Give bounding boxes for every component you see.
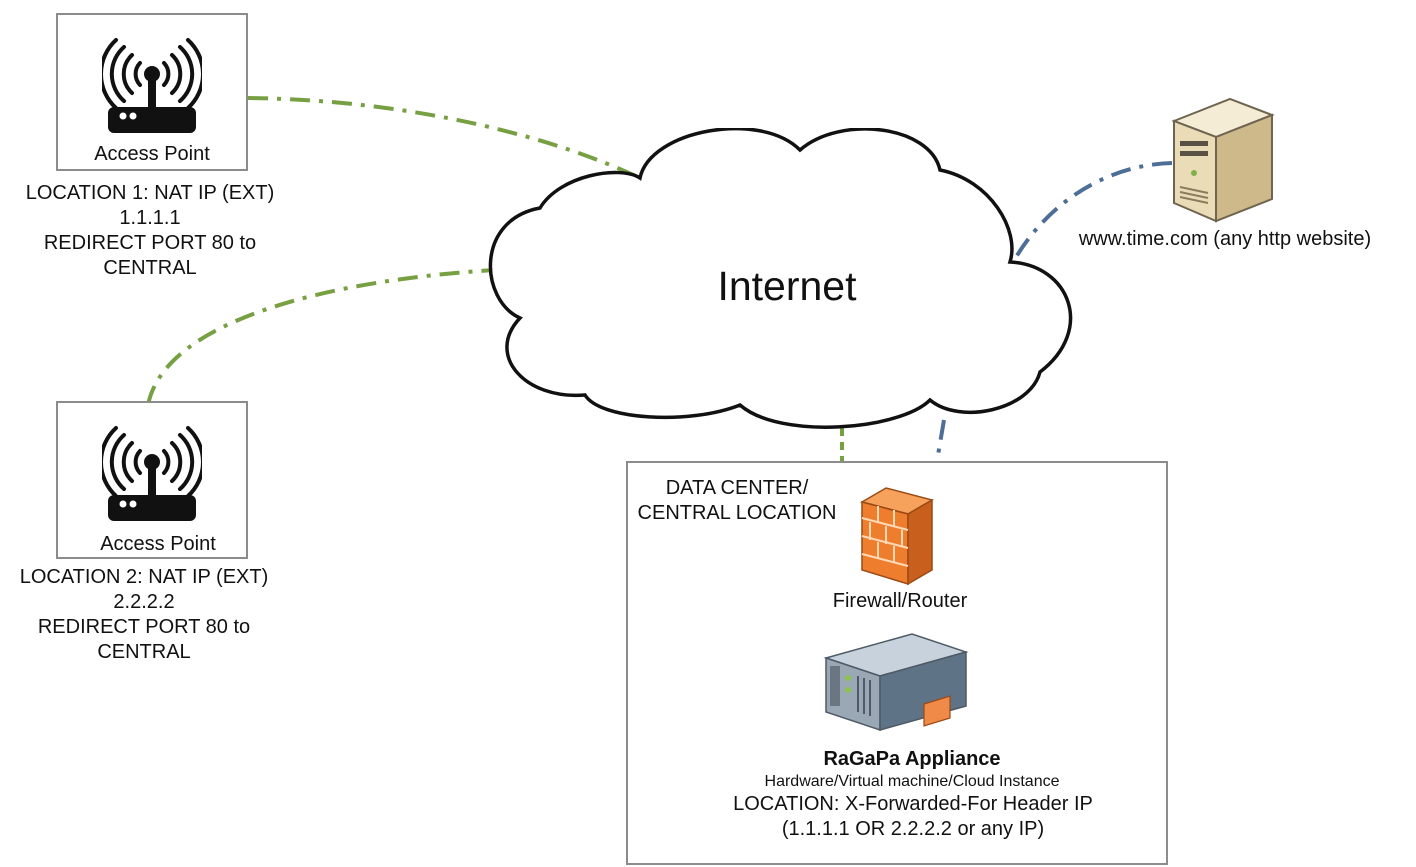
data-center-title-line: CENTRAL LOCATION <box>637 502 837 524</box>
appliance-location-line: (1.1.1.1 OR 2.2.2.2 or any IP) <box>781 818 1045 840</box>
web-server-icon <box>1171 97 1275 223</box>
appliance-location: LOCATION: X-Forwarded-For Header IP (1.1… <box>676 792 1150 842</box>
website-label: www.time.com (any http website) <box>1078 228 1372 250</box>
access-point-label: Access Point <box>94 143 210 165</box>
data-center-title: DATA CENTER/ CENTRAL LOCATION <box>630 476 844 526</box>
firewall-label: Firewall/Router <box>832 590 968 612</box>
wireless-router-icon <box>102 426 202 521</box>
location-2-line: LOCATION 2: NAT IP (EXT) <box>19 566 269 588</box>
appliance-name: RaGaPa Appliance <box>823 748 1001 770</box>
firewall-icon <box>860 487 934 586</box>
appliance-server-icon <box>823 633 969 732</box>
location-1-line: REDIRECT PORT 80 to <box>43 232 257 254</box>
access-point-1: Access Point <box>56 13 248 171</box>
internet-label: Internet <box>717 263 857 309</box>
location-1-line: CENTRAL <box>103 257 197 279</box>
location-2-line: REDIRECT PORT 80 to <box>37 616 251 638</box>
internet-cloud-icon <box>488 128 1073 429</box>
data-center-title-line: DATA CENTER/ <box>665 477 809 499</box>
appliance-location-line: LOCATION: X-Forwarded-For Header IP <box>733 793 1093 815</box>
link-ap2-internet <box>146 268 496 406</box>
location-1-line: 1.1.1.1 <box>119 207 181 229</box>
location-1-info: LOCATION 1: NAT IP (EXT) 1.1.1.1 REDIREC… <box>10 181 290 281</box>
link-website-internet <box>1008 161 1173 269</box>
appliance-subtitle: Hardware/Virtual machine/Cloud Instance <box>764 773 1060 790</box>
location-1-line: LOCATION 1: NAT IP (EXT) <box>25 182 275 204</box>
location-2-line: CENTRAL <box>97 641 191 663</box>
access-point-label: Access Point <box>100 533 216 555</box>
location-2-line: 2.2.2.2 <box>113 591 175 613</box>
location-2-info: LOCATION 2: NAT IP (EXT) 2.2.2.2 REDIREC… <box>4 565 284 665</box>
access-point-2: Access Point <box>56 401 248 559</box>
wireless-router-icon <box>102 38 202 133</box>
